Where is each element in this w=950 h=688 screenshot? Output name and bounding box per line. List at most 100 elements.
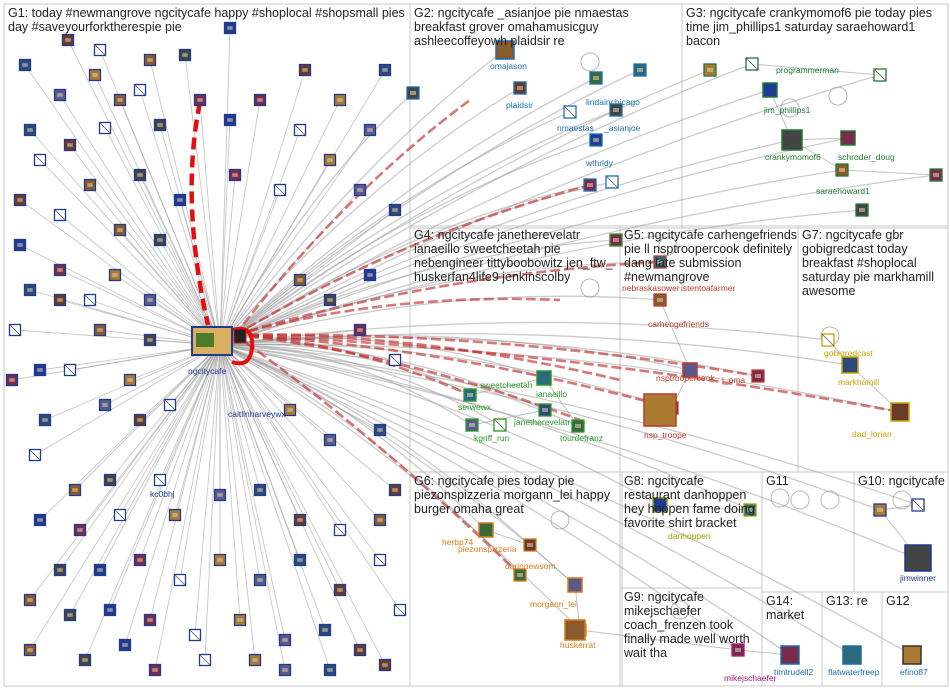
node-hub-sign xyxy=(196,333,214,347)
node-face-g9-236 xyxy=(735,648,741,652)
node-face-g1-83 xyxy=(27,598,33,602)
node-label-serwewx: serwewx xyxy=(458,402,492,412)
edge-g1-15 xyxy=(219,119,231,346)
node-face-g2-205 xyxy=(593,138,599,142)
edge-ext-12 xyxy=(219,137,849,346)
node-x-g1-57 xyxy=(389,354,401,366)
edge-ext-29 xyxy=(219,343,901,413)
node-face-g5-223 xyxy=(657,298,663,302)
node-label-j_oma: j_oma xyxy=(722,375,746,385)
edge-ext-2 xyxy=(219,77,597,346)
edge-g1-98 xyxy=(219,344,256,661)
node-face-g1-18 xyxy=(337,98,343,102)
edge-intra-1 xyxy=(751,63,881,76)
edge-g1-83 xyxy=(29,344,221,601)
group-box-g6 xyxy=(409,471,623,687)
edge-g1-59 xyxy=(219,344,331,441)
node-face-g1-51 xyxy=(137,418,143,422)
node-label-jim_phillips1: jim_phillips1 xyxy=(764,105,811,115)
node-face-g1-25 xyxy=(177,198,183,202)
edge-g1-95 xyxy=(124,344,221,646)
edge-intra-19 xyxy=(579,629,739,651)
node-face-g1-0 xyxy=(22,63,28,67)
node-label-nebraskasower: nebraskasower xyxy=(622,283,680,293)
group-title-g8: G8: ngcitycafe restaurant danhoppen hey … xyxy=(624,474,755,530)
node-face-g1-46 xyxy=(9,378,15,382)
node-face-g1-88 xyxy=(237,618,243,622)
node-featured-14 xyxy=(842,645,862,665)
group-box-g12 xyxy=(881,591,949,687)
edge-g1-4 xyxy=(184,54,221,346)
edge-ext-0 xyxy=(219,49,506,346)
edge-g1-17 xyxy=(219,129,301,346)
self-loop-8 xyxy=(892,490,912,510)
node-x-g1-17 xyxy=(294,124,306,136)
node-label-markhamill: markhamill xyxy=(838,377,880,387)
nodes xyxy=(5,21,943,677)
edge-g1-21 xyxy=(219,69,306,346)
node-face-g4-246 xyxy=(613,238,619,242)
node-face-g1-40 xyxy=(27,288,33,292)
edge-g1-86 xyxy=(149,344,221,621)
edge-intra-6 xyxy=(543,377,579,427)
edge-g1-76 xyxy=(139,344,221,561)
edge-g1-0 xyxy=(24,64,221,346)
edge-g1-18 xyxy=(219,99,341,346)
edge-g1-9 xyxy=(59,94,221,346)
node-face-g1-4 xyxy=(182,53,188,57)
edge-ext-39 xyxy=(219,344,919,506)
node-face-g1-26 xyxy=(232,173,238,177)
group-title-g11: G11 xyxy=(766,474,789,488)
node-face-g3-208 xyxy=(707,68,713,72)
node-face-g1-94 xyxy=(82,658,88,662)
edge-intra-4 xyxy=(841,169,937,176)
node-face-g1-69 xyxy=(217,493,223,497)
node-face-g1-98 xyxy=(252,658,258,662)
edge-g1-64 xyxy=(109,344,221,481)
node-face-g1-96 xyxy=(152,668,158,672)
node-x-g3-209 xyxy=(745,57,759,71)
node-label-ngcitycafe: ngcitycafe xyxy=(188,366,227,376)
node-face-g1-35 xyxy=(17,243,23,247)
node-label-huskerrat: huskerrat xyxy=(560,640,596,650)
node-label-timtrudell2: timtrudell2 xyxy=(774,667,814,677)
node-label-programmerman: programmerman xyxy=(776,65,839,75)
node-face-g1-93 xyxy=(27,648,33,652)
node-label-saraehoward1: saraehoward1 xyxy=(816,186,870,196)
group-title-g5: G5: ngcitycafe carhengefriends pie ll ns… xyxy=(624,228,798,284)
group-title-g3: G3: ngcitycafe crankymomof6 pie today pi… xyxy=(686,6,932,48)
node-featured-3 xyxy=(840,130,856,146)
node-face-g1-36 xyxy=(57,268,63,272)
edge-ext-32 xyxy=(219,344,521,576)
node-face-g1-91 xyxy=(357,648,363,652)
node-x-g7-227 xyxy=(821,333,835,347)
node-featured-13 xyxy=(780,645,800,665)
edge-ext-4 xyxy=(219,109,617,346)
edge-g1-84 xyxy=(69,344,221,616)
node-face-g1-44 xyxy=(147,338,153,342)
group-title-g4: G4: ngcitycafe janetherevelatr ianaeillo… xyxy=(414,228,613,284)
node-face-g1-23 xyxy=(87,183,93,187)
edge-g1-91 xyxy=(219,344,361,651)
node-face-g1-56 xyxy=(357,328,363,332)
node-face-g1-63 xyxy=(72,488,78,492)
node-face-g1-34 xyxy=(157,238,163,242)
self-loop-11 xyxy=(580,52,600,72)
node-x-g3-215 xyxy=(873,68,887,82)
node-featured-6 xyxy=(682,362,698,378)
node-face-g2-204 xyxy=(613,108,619,112)
node-featured-8 xyxy=(890,402,910,422)
node-x-g1-77 xyxy=(174,574,186,586)
node-face-g1-101 xyxy=(382,663,388,667)
node-face-g1-29 xyxy=(357,188,363,192)
edge-ext-34 xyxy=(219,344,581,631)
node-face-g1-86 xyxy=(147,618,153,622)
node-face-g1-76 xyxy=(137,558,143,562)
node-face-g1-58 xyxy=(287,408,293,412)
node-x-g1-72 xyxy=(334,524,346,536)
edge-ext-44 xyxy=(219,92,414,346)
node-face-g1-73 xyxy=(377,518,383,522)
node-x-g1-42 xyxy=(9,324,21,336)
edge-ext-40 xyxy=(219,344,921,561)
edge-g1-62 xyxy=(34,344,221,456)
